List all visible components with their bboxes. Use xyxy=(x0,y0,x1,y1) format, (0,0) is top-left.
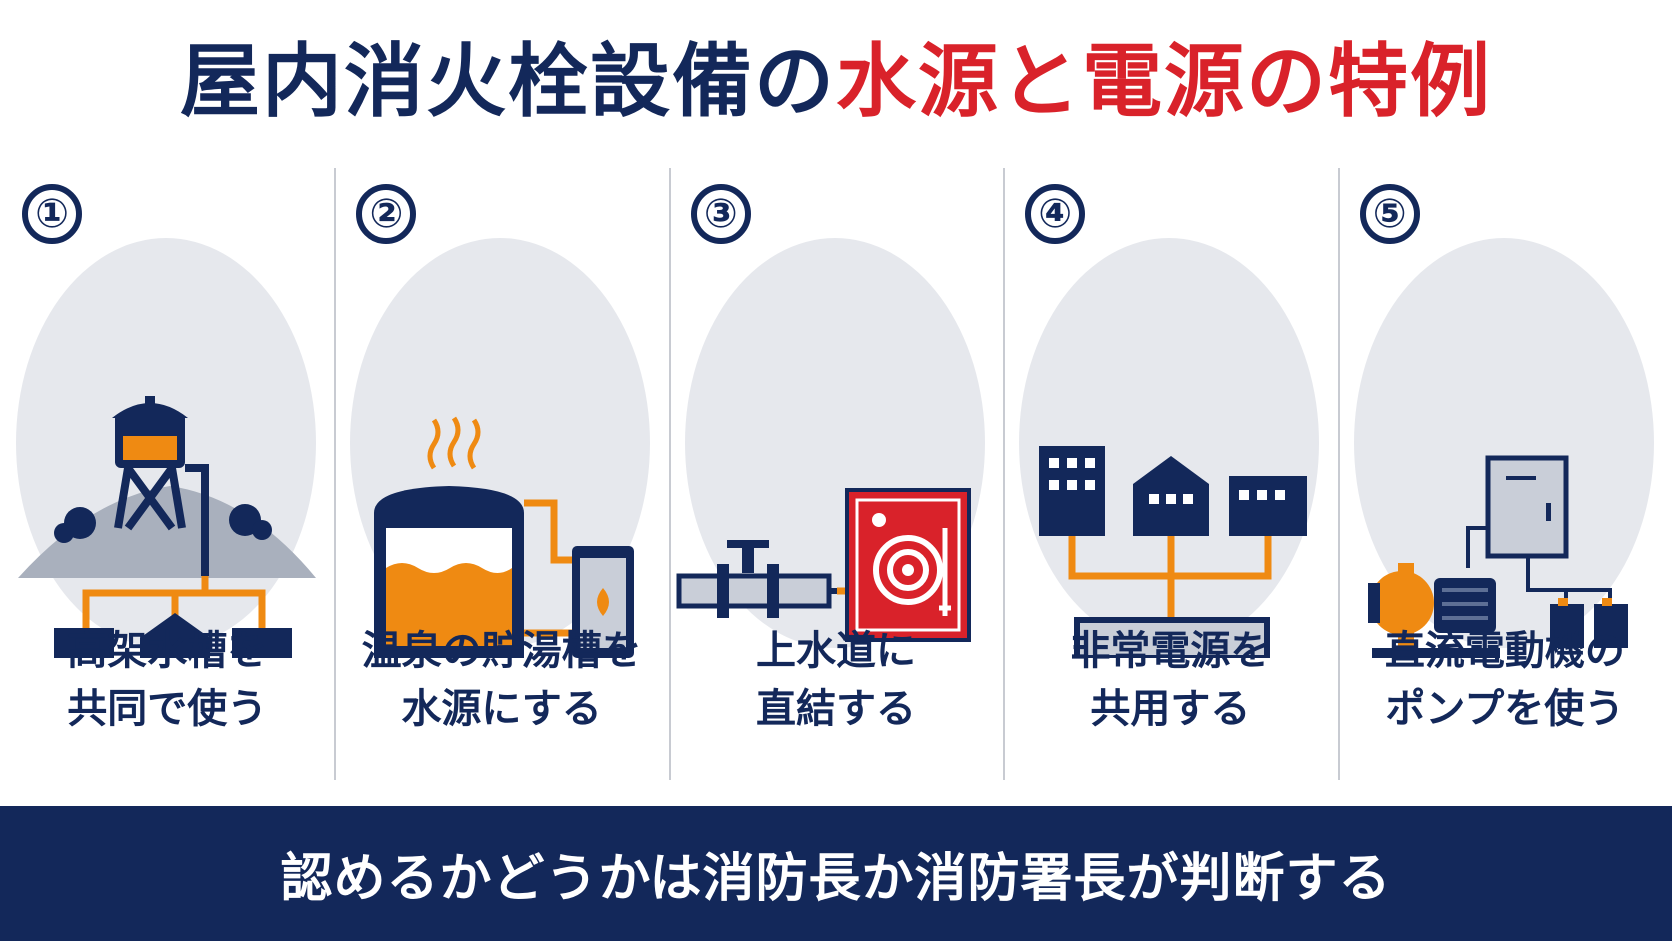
panel-3-caption-line2: 直結する xyxy=(756,686,917,732)
panel-2: ② 温泉の貯湯槽を 水源にする xyxy=(334,168,668,780)
emergency-generator-icon xyxy=(1039,446,1308,658)
panel-4-caption-line2: 共用する xyxy=(1090,686,1251,732)
panel-divider xyxy=(334,168,337,780)
panel-3: ③ 上水道に 直結する xyxy=(668,168,1003,780)
panel-1: ① 高架水槽を 共同で使う xyxy=(0,168,334,780)
hot-spring-storage-tank-icon xyxy=(374,416,635,658)
panel-4-caption-line1: 非常電源を xyxy=(1070,628,1271,674)
footer-banner: 認めるかどうかは消防長か消防署長が判断する xyxy=(0,806,1672,941)
panel-2-caption-line2: 水源にする xyxy=(401,686,602,732)
panel-2-caption: 温泉の貯湯槽を 水源にする xyxy=(334,622,668,738)
panel-1-caption-line1: 高架水槽を xyxy=(67,628,268,674)
panel-divider xyxy=(1337,168,1340,780)
number-badge-4: ④ xyxy=(1025,184,1086,244)
panel-divider xyxy=(1003,168,1006,780)
panel-3-caption: 上水道に 直結する xyxy=(669,622,1003,738)
panel-5-caption: 直流電動機の ポンプを使う xyxy=(1338,622,1672,738)
water-main-hydrant-icon xyxy=(676,488,971,642)
footer-text: 認めるかどうかは消防長か消防署長が判断する xyxy=(280,849,1392,909)
panel-5-caption-line2: ポンプを使う xyxy=(1385,686,1625,732)
panel-3-caption-line1: 上水道に xyxy=(756,628,917,674)
panel-5: ⑤ 直流電動機の ポンプを使う xyxy=(1337,168,1672,780)
panel-1-caption-line2: 共同で使う xyxy=(67,686,268,732)
number-badge-5: ⑤ xyxy=(1359,184,1420,244)
panel-4-caption: 非常電源を 共用する xyxy=(1003,622,1337,738)
number-badge-1: ① xyxy=(22,184,82,244)
panels-row: ① 高架水槽を 共同で使う ② xyxy=(0,168,1672,780)
panel-2-caption-line1: 温泉の貯湯槽を xyxy=(361,628,642,674)
number-badge-3: ③ xyxy=(690,184,751,244)
title-part2: 水源と電源 xyxy=(836,35,1246,128)
dc-motor-pump-icon xyxy=(1367,455,1628,658)
title-part4: 特例 xyxy=(1328,35,1492,128)
panel-4: ④ 非常電源を 共用する xyxy=(1003,168,1337,780)
page-title: 屋内消火栓設備の水源と電源の特例 xyxy=(0,22,1672,142)
title-part1: 屋内消火栓設備の xyxy=(180,35,836,128)
elevated-water-tank-icon xyxy=(18,396,316,658)
title-part3: の xyxy=(1246,35,1328,128)
panel-divider xyxy=(668,168,671,780)
panel-1-caption: 高架水槽を 共同で使う xyxy=(0,622,334,738)
number-badge-2: ② xyxy=(356,184,417,244)
panel-5-caption-line1: 直流電動機の xyxy=(1384,628,1625,674)
